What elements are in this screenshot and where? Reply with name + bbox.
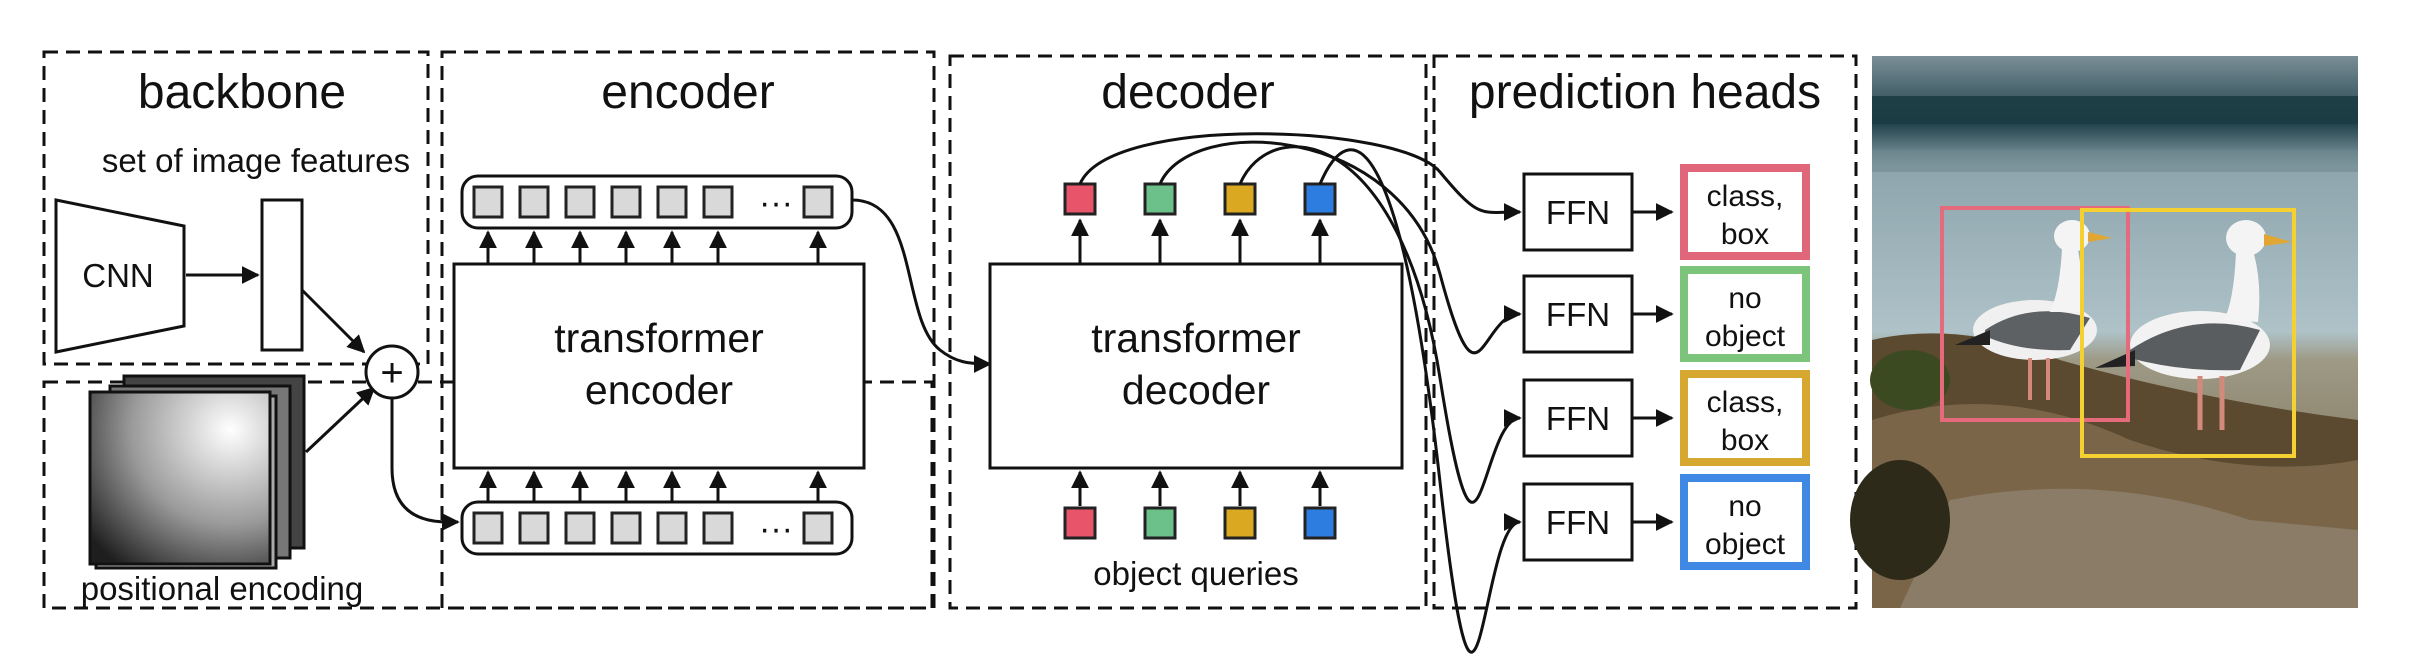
decoder-to-ffn-arrows: [1078, 132, 1522, 654]
object-query: [1303, 506, 1337, 540]
ffn-label: FFN: [1546, 504, 1610, 541]
prediction-heads-title: prediction heads: [1469, 66, 1821, 119]
encoder-output-ellipsis: ···: [759, 184, 793, 222]
add-to-encoder-input-arrow: [390, 398, 460, 531]
encoder-output-token: [518, 185, 550, 219]
object-query: [1063, 506, 1097, 540]
prediction-output-box: [1680, 164, 1810, 260]
ffn-block: [1522, 482, 1634, 562]
encoder-label-line2: encoder: [585, 367, 733, 413]
encoder-output-token: [656, 185, 688, 219]
decoder-output-embeddings: [1063, 182, 1337, 264]
ffn-label: FFN: [1546, 296, 1610, 333]
encoder-output-token: [610, 185, 642, 219]
encoder-title: encoder: [601, 66, 774, 119]
ffn-label: FFN: [1546, 400, 1610, 437]
encoder-input-token: [702, 511, 734, 545]
gull-left: [1955, 220, 2112, 400]
prediction-output-line1: no: [1728, 490, 1761, 523]
encoder-input-token: [518, 511, 550, 545]
prediction-output-box: [1680, 370, 1810, 466]
prediction-output-line2: object: [1705, 320, 1786, 353]
encoder-output-token: [802, 185, 834, 219]
features-to-add-arrow: [300, 288, 366, 354]
prediction-output-line2: box: [1721, 218, 1769, 251]
bbox-red: [1940, 206, 2130, 422]
decoder-label-line1: transformer: [1091, 315, 1301, 361]
gull-right: [2095, 220, 2292, 430]
ffn-label: FFN: [1546, 194, 1610, 231]
ffn-block: [1522, 378, 1634, 458]
prediction-heads-border: [1432, 54, 1858, 610]
decoder-title: decoder: [1101, 66, 1274, 119]
backbone-section: backbone set of image features CNN posit…: [42, 50, 934, 610]
object-query-embeddings: [1063, 470, 1337, 540]
add-symbol: +: [380, 351, 403, 395]
decoder-section: decoder transformer decoder object queri…: [948, 54, 1428, 610]
decoder-label-line2: decoder: [1122, 367, 1270, 413]
encoder-input-token-row: [472, 511, 834, 545]
decoder-output-embedding: [1303, 182, 1337, 216]
encoder-to-decoder-arrow: [851, 198, 992, 373]
decoder-to-ffn-arrow: [1078, 132, 1522, 222]
decoder-to-ffn-arrow: [1238, 145, 1522, 504]
encoder-input-token: [656, 511, 688, 545]
backbone-title: backbone: [138, 66, 346, 119]
encoder-input-token: [802, 511, 834, 545]
prediction-output-box: [1680, 266, 1810, 362]
encoder-border: [440, 50, 936, 610]
feature-map: [260, 198, 304, 352]
encoder-output-token-row: [472, 185, 834, 219]
decoder-output-embedding: [1223, 182, 1257, 216]
cnn-label: CNN: [82, 257, 154, 294]
decoder-to-ffn-arrow: [1158, 140, 1522, 355]
prediction-output-line2: box: [1721, 424, 1769, 457]
decoder-output-embedding: [1063, 182, 1097, 216]
decoder-border: [948, 54, 1428, 610]
encoder-input-token: [564, 511, 596, 545]
prediction-output-line2: object: [1705, 528, 1786, 561]
encoder-section: encoder ··· transformer encoder ···: [440, 50, 992, 610]
prediction-output-box: [1680, 474, 1810, 570]
encoder-label-line1: transformer: [554, 315, 764, 361]
transformer-encoder-block: [452, 262, 866, 470]
object-queries-label: object queries: [1093, 555, 1298, 592]
object-query: [1143, 506, 1177, 540]
prediction-output-line1: class,: [1707, 386, 1784, 419]
cnn-block: [54, 198, 186, 354]
encoder-output-token: [472, 185, 504, 219]
encoder-input-ellipsis: ···: [759, 510, 793, 548]
encoder-output-token: [702, 185, 734, 219]
decoder-output-embedding: [1143, 182, 1177, 216]
positional-encoding-label: positional encoding: [81, 570, 364, 607]
image-features-label: set of image features: [102, 142, 410, 179]
positional-encoding-stack: [88, 374, 306, 570]
example-photo: [1850, 56, 2358, 608]
backbone-top-border: [42, 50, 430, 366]
object-query: [1223, 506, 1257, 540]
encoder-token-arrows: [479, 230, 827, 502]
encoder-input-token: [610, 511, 642, 545]
decoder-to-ffn-arrow: [1318, 148, 1522, 654]
encoder-input-token: [472, 511, 504, 545]
transformer-decoder-block: [988, 262, 1404, 470]
bbox-yellow: [2080, 208, 2296, 458]
positional-to-add-arrow: [304, 386, 376, 454]
encoder-output-token: [564, 185, 596, 219]
prediction-output-line1: class,: [1707, 180, 1784, 213]
prediction-output-line1: no: [1728, 282, 1761, 315]
